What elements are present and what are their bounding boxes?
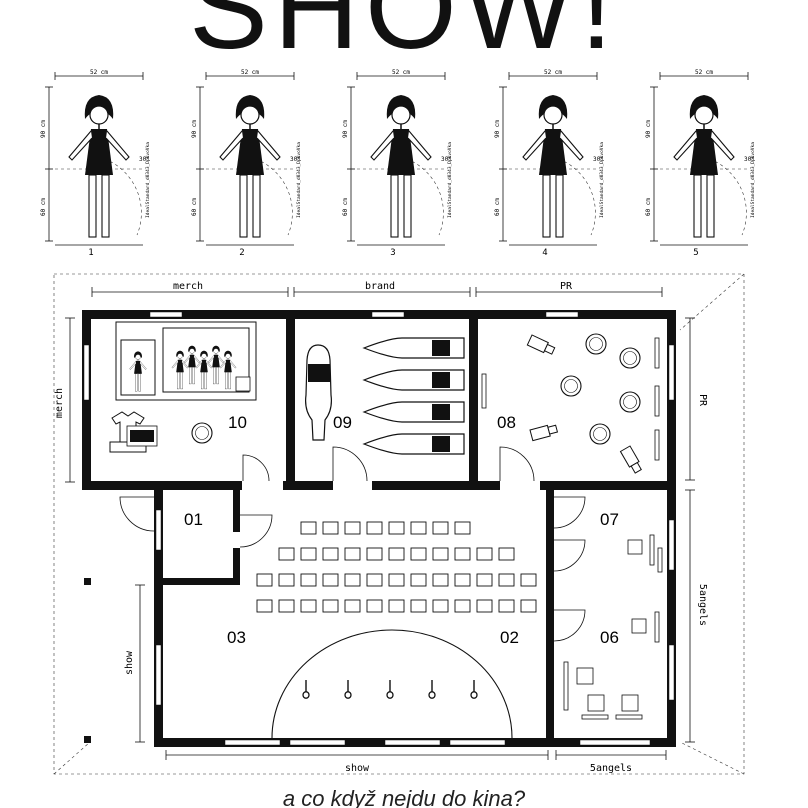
figure-4: 52 cm 90 cm 60 cm 30° IdealStandard_d034… — [494, 69, 605, 258]
camera-icon — [529, 424, 559, 442]
figure-upper-label: 90 cm — [645, 120, 652, 138]
figure-upper-label: 90 cm — [191, 120, 198, 138]
figure-angle-label: 30° — [744, 156, 755, 163]
title-block: SHOW! — [189, 0, 619, 74]
zone-label-brand: brand — [365, 281, 395, 292]
room-number-10: 10 — [228, 413, 247, 432]
room-number-02: 02 — [500, 628, 519, 647]
room-number-07: 07 — [600, 510, 619, 529]
figure-5: 52 cm 90 cm 60 cm 30° IdealStandard_d034… — [645, 69, 756, 258]
figure-width-label: 52 cm — [544, 69, 562, 76]
room-09: 09 — [305, 337, 465, 455]
footer: a co když nejdu do kina? — [283, 786, 526, 808]
figure-number: 2 — [239, 248, 244, 258]
figure-width-label: 52 cm — [241, 69, 259, 76]
walls — [82, 310, 676, 747]
figure-number: 1 — [88, 248, 93, 258]
figure-woman-icon — [370, 94, 432, 238]
figures-row: 52 cm 90 cm 60 cm 30° IdealStandard_d034… — [40, 69, 756, 258]
figure-woman-icon — [673, 94, 735, 238]
figure-lower-label: 60 cm — [342, 198, 349, 216]
zone-label-show-side: show — [124, 650, 135, 675]
figure-lower-label: 60 cm — [494, 198, 501, 216]
figure-vertical-note: IdealStandard_d0343_DpKvoVka — [296, 142, 302, 218]
zone-label-5angels-side: 5angels — [697, 584, 708, 626]
figure-number: 5 — [693, 248, 698, 258]
camera-icon — [619, 445, 642, 474]
figure-angle-label: 30° — [139, 156, 150, 163]
figure-vertical-note: IdealStandard_d0343_DpKvoVka — [750, 142, 756, 218]
bottle-icon — [363, 337, 465, 359]
figure-width-label: 52 cm — [392, 69, 410, 76]
doors — [119, 446, 586, 642]
figure-lower-label: 60 cm — [40, 198, 47, 216]
bottle-icon — [363, 369, 465, 391]
figure-lower-label: 60 cm — [645, 198, 652, 216]
zone-label-5angels-bottom: 5angels — [590, 763, 632, 774]
figure-1: 52 cm 90 cm 60 cm 30° IdealStandard_d034… — [40, 69, 151, 258]
room-08: 08 — [481, 333, 660, 474]
figure-3: 52 cm 90 cm 60 cm 30° IdealStandard_d034… — [342, 69, 453, 258]
room-07-06: 07 06 — [563, 510, 663, 720]
figure-woman-icon — [522, 94, 584, 238]
room-number-03: 03 — [227, 628, 246, 647]
figure-2: 52 cm 90 cm 60 cm 30° IdealStandard_d034… — [191, 69, 302, 258]
zone-label-show-bottom: show — [345, 763, 370, 774]
stool-icon — [619, 391, 641, 413]
side-dimensions: merch PR 5angels show — [54, 317, 708, 743]
figure-width-label: 52 cm — [90, 69, 108, 76]
site-boundary — [53, 273, 745, 775]
room-number-08: 08 — [497, 413, 516, 432]
figure-vertical-note: IdealStandard_d0343_DpKvoVka — [145, 142, 151, 218]
figure-woman-icon — [219, 94, 281, 238]
auditorium: 03 02 — [227, 521, 537, 739]
figure-width-label: 52 cm — [695, 69, 713, 76]
figure-angle-label: 30° — [593, 156, 604, 163]
top-dimensions: merch brand PR — [91, 281, 663, 297]
floorplan: merch brand PR merch PR 5angels show — [53, 273, 745, 775]
figure-upper-label: 90 cm — [342, 120, 349, 138]
room-01: 01 — [184, 510, 203, 529]
room-10: 10 — [109, 321, 257, 453]
zone-label-merch-top: merch — [173, 281, 203, 292]
figure-number: 3 — [390, 248, 395, 258]
figure-upper-label: 90 cm — [494, 120, 501, 138]
room-number-06: 06 — [600, 628, 619, 647]
footer-handwriting: a co když nejdu do kina? — [283, 786, 526, 808]
stool-icon — [619, 347, 641, 369]
room-number-09: 09 — [333, 413, 352, 432]
figure-vertical-note: IdealStandard_d0343_DpKvoVka — [447, 142, 453, 218]
figure-woman-icon — [68, 94, 130, 238]
bottle-icon — [363, 401, 465, 423]
figure-angle-label: 30° — [441, 156, 452, 163]
figure-lower-label: 60 cm — [191, 198, 198, 216]
zone-label-merch-side: merch — [54, 388, 65, 418]
seating — [256, 521, 537, 613]
figure-vertical-note: IdealStandard_d0343_DpKvoVka — [599, 142, 605, 218]
camera-icon — [526, 334, 556, 355]
stage — [271, 629, 513, 739]
tshirt-icon — [109, 411, 158, 453]
figure-number: 4 — [542, 248, 547, 258]
poster-title: SHOW! — [189, 0, 619, 74]
bottom-dimensions: show 5angels — [165, 750, 667, 774]
stool-icon — [589, 423, 611, 445]
big-bottle-icon — [305, 344, 332, 441]
stool-icon — [585, 333, 607, 355]
figure-angle-label: 30° — [290, 156, 301, 163]
stool-icon — [560, 375, 582, 397]
zone-label-pr-top: PR — [560, 281, 573, 292]
stool-icon — [191, 422, 213, 444]
bottle-icon — [363, 433, 465, 455]
zone-label-pr-side: PR — [697, 394, 708, 407]
room-number-01: 01 — [184, 510, 203, 529]
figure-upper-label: 90 cm — [40, 120, 47, 138]
